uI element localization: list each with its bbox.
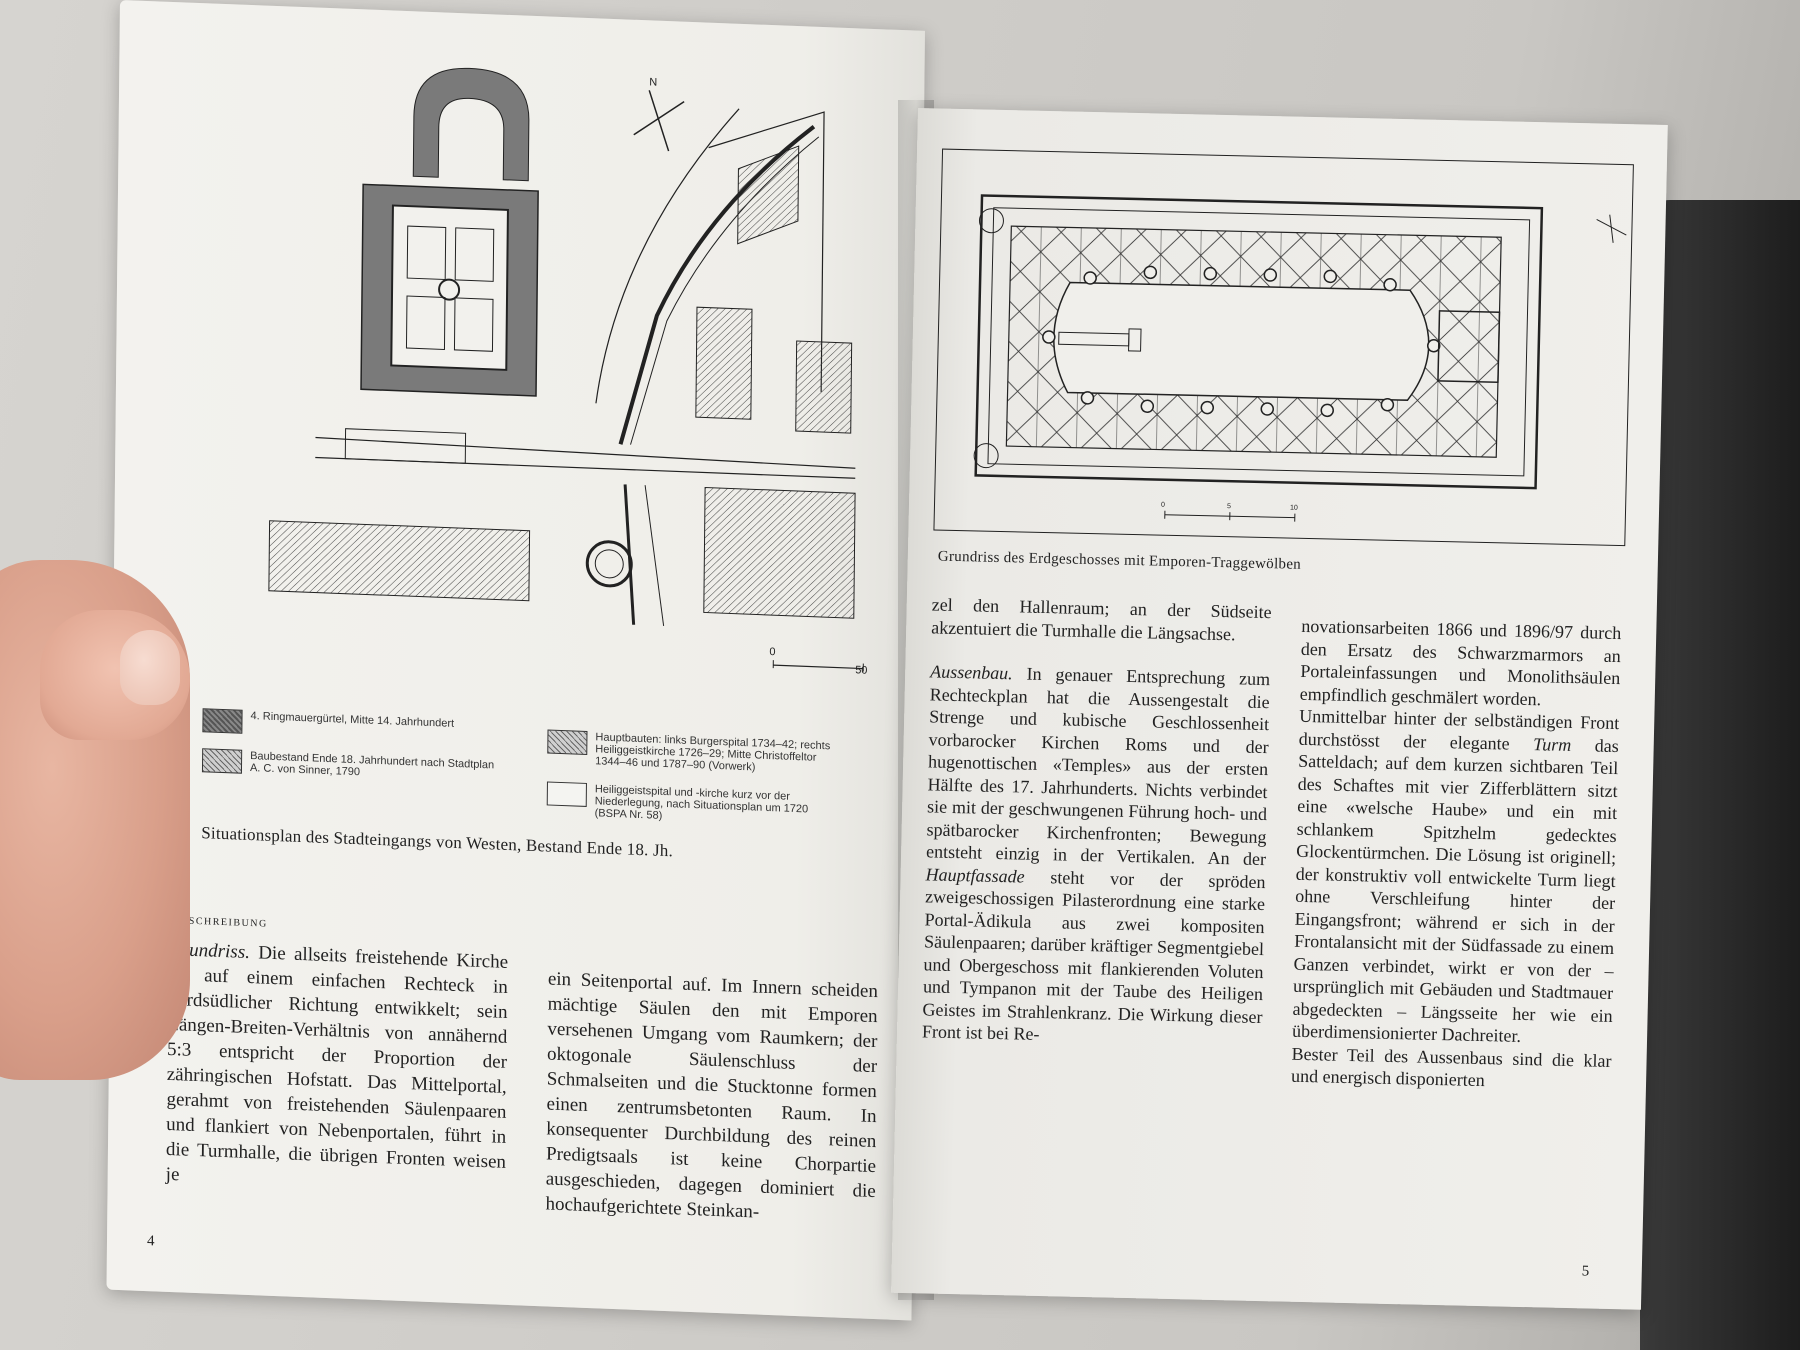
legend-item: Baubestand Ende 18. Jahrhundert nach Sta… xyxy=(201,748,502,784)
paragraph-text: In genauer Entsprechung zum Rechteckplan… xyxy=(925,663,1271,870)
site-plan-drawing: N xyxy=(268,67,868,677)
legend-text: Baubestand Ende 18. Jahrhundert nach Sta… xyxy=(249,750,495,779)
text-column-1: Grundriss. Die allseits freistehende Kir… xyxy=(166,937,509,1200)
page-number-left: 4 xyxy=(146,1233,155,1250)
paragraph-text: zel den Hallenraum; an der Südseite akze… xyxy=(931,594,1272,644)
legend-swatch xyxy=(547,729,588,755)
emphasis-text: Turm xyxy=(1532,733,1572,755)
paragraph-text: Die allseits freistehende Kirche ist auf… xyxy=(165,942,509,1186)
paragraph-text: Bester Teil des Aussenbaus sind die klar… xyxy=(1290,1043,1612,1091)
legend: 4. Ringmauergürtel, Mitte 14. Jahrhunder… xyxy=(201,708,842,843)
page-number-right: 5 xyxy=(1581,1263,1590,1280)
north-label: N xyxy=(649,76,657,88)
scale-end: 50 xyxy=(855,664,867,676)
emphasis-text: Hauptfassade xyxy=(925,863,1025,887)
text-column-4: novationsarbeiten 1866 und 1896/97 durch… xyxy=(1291,615,1622,1095)
table-surface xyxy=(1640,200,1800,1350)
paragraph-text: novationsarbeiten 1866 und 1896/97 durch… xyxy=(1299,615,1622,709)
legend-text: Heiliggeistspital und -kirche kurz vor d… xyxy=(594,783,809,822)
paragraph-text: ein Seitenportal auf. Im Innern scheiden… xyxy=(545,968,878,1223)
scale-label-10: 10 xyxy=(1290,505,1298,512)
floor-plan-frame: 0 5 10 xyxy=(933,148,1634,547)
legend-swatch xyxy=(546,781,587,807)
paragraph-text: steht vor der spröden zweigeschossigen P… xyxy=(921,866,1266,1044)
scale-label-0: 0 xyxy=(1161,502,1165,509)
left-page: N xyxy=(106,0,925,1321)
text-column-3: zel den Hallenraum; an der Südseite akze… xyxy=(922,593,1272,1050)
floor-plan-drawing: 0 5 10 xyxy=(973,194,1627,522)
text-column-2: ein Seitenportal auf. Im Innern scheiden… xyxy=(545,966,878,1229)
right-page: 0 5 10 Grundriss des Erdgeschosses mit E… xyxy=(891,108,1668,1310)
scale-label-5: 5 xyxy=(1227,503,1231,510)
legend-item: Hauptbauten: links Burgerspital 1734–42;… xyxy=(547,729,842,776)
legend-swatch xyxy=(201,748,243,774)
scale-start: 0 xyxy=(769,646,775,658)
legend-text: Hauptbauten: links Burgerspital 1734–42;… xyxy=(595,731,831,774)
legend-swatch xyxy=(202,708,243,734)
thumbnail-nail xyxy=(120,630,180,705)
run-in-heading: Aussenbau. xyxy=(929,661,1013,684)
figure-caption-right: Grundriss des Erdgeschosses mit Emporen-… xyxy=(937,548,1302,573)
legend-item: Heiliggeistspital und -kirche kurz vor d… xyxy=(546,781,842,828)
paragraph-text: das Satteldach; auf dem kurzen sichtbare… xyxy=(1291,734,1619,1046)
